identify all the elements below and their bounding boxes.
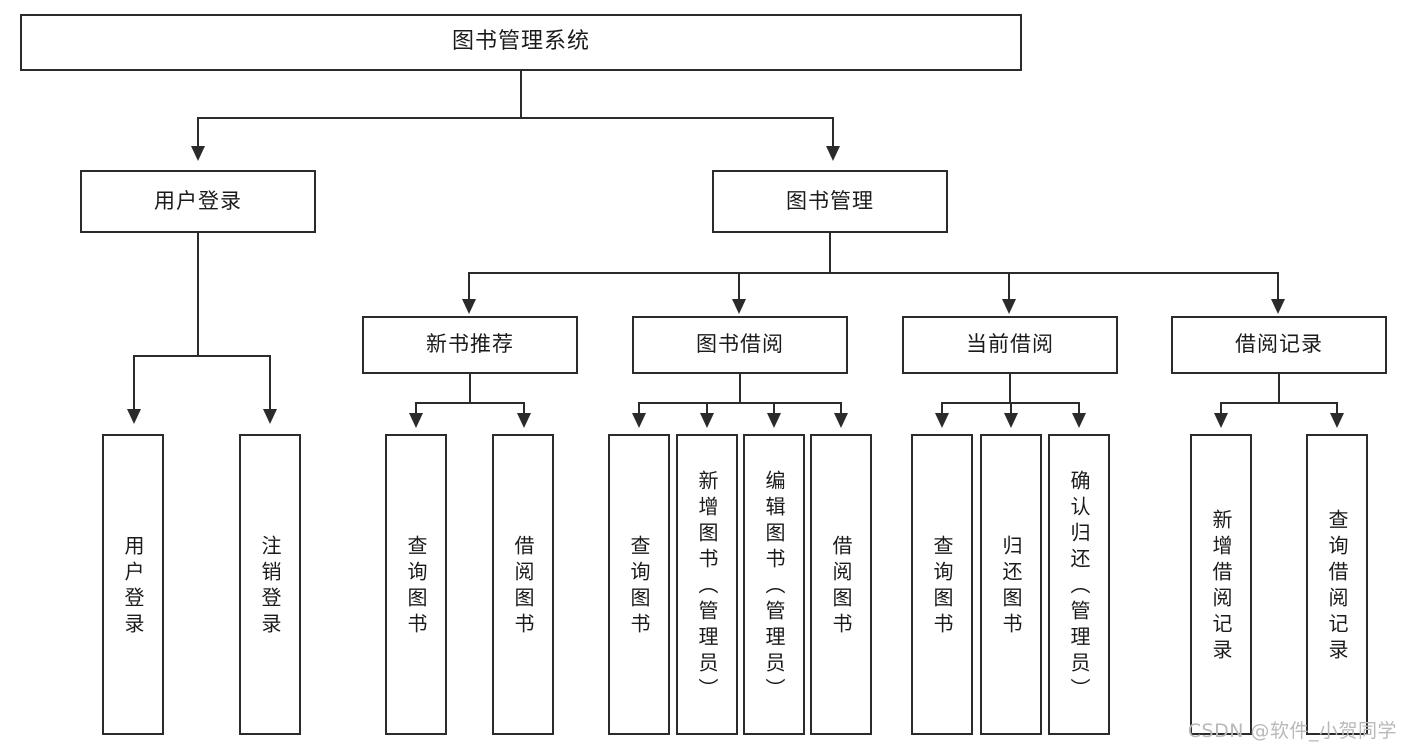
connector-new-book-recommend-stem [469,374,471,403]
connector-to-current-borrow [1008,272,1010,300]
connector-current-borrow-stem [1009,374,1011,403]
node-label: 用户登录 [121,534,145,639]
connector-user-login-branch-1 [133,355,135,410]
node-label: 用户登录 [154,188,242,213]
connector-borrow-record-stem [1278,374,1280,403]
connector-level3-bus [468,272,1278,274]
arrow-to-current-borrow [1002,299,1016,314]
node-book-borrow[interactable]: 图书借阅 [632,316,848,374]
connector-to-new-book-recommend [468,272,470,300]
node-label: 查询图书 [404,534,428,639]
node-label: 归还图书 [999,534,1023,639]
arrow-to-leaf-edit-book [767,413,781,428]
arrow-to-book-borrow [732,299,746,314]
node-label: 借阅图书 [829,534,853,639]
node-label: 注销登录 [258,534,282,639]
arrow-to-leaf-query-book-3 [935,413,949,428]
connector-root-to-user-login [197,117,199,147]
arrow-to-leaf-borrow-book-1 [517,413,531,428]
node-current-borrow[interactable]: 当前借阅 [902,316,1118,374]
node-borrow-record[interactable]: 借阅记录 [1171,316,1387,374]
node-label: 新增图书（管理员） [695,469,719,704]
arrow-to-leaf-return-book [1004,413,1018,428]
node-label: 新增借阅记录 [1209,508,1233,665]
node-user-login[interactable]: 用户登录 [80,170,316,233]
node-leaf-query-book-2[interactable]: 查询图书 [608,434,670,735]
connector-root-to-book-manage [832,117,834,147]
connector-root-stem [520,71,522,118]
node-leaf-query-record[interactable]: 查询借阅记录 [1306,434,1368,735]
connector-br-branch-1 [1220,402,1222,414]
node-new-book-recommend[interactable]: 新书推荐 [362,316,578,374]
connector-nbr-branch-2 [523,402,525,414]
connector-user-login-branch-2 [269,355,271,410]
connector-nbr-branch-1 [415,402,417,414]
node-leaf-edit-book[interactable]: 编辑图书（管理员） [743,434,805,735]
node-leaf-add-book[interactable]: 新增图书（管理员） [676,434,738,735]
watermark: CSDN @软件_小贺同学 [1187,720,1397,742]
connector-user-login-stem [197,233,199,356]
connector-cb-branch-3 [1078,402,1080,414]
node-label: 借阅记录 [1235,332,1323,357]
node-label: 编辑图书（管理员） [762,469,786,704]
connector-root-bus [197,117,834,119]
node-leaf-add-record[interactable]: 新增借阅记录 [1190,434,1252,735]
arrow-to-borrow-record [1271,299,1285,314]
connector-user-login-bus [133,355,271,357]
node-label: 查询图书 [930,534,954,639]
connector-book-borrow-bus [638,402,842,404]
connector-book-borrow-stem [739,374,741,403]
connector-to-book-borrow [738,272,740,300]
connector-br-branch-2 [1336,402,1338,414]
node-leaf-logout[interactable]: 注销登录 [239,434,301,735]
connector-bb-branch-3 [773,402,775,414]
arrow-to-leaf-query-record [1330,413,1344,428]
node-label: 图书借阅 [696,332,784,357]
arrow-to-leaf-confirm-return [1072,413,1086,428]
node-label: 查询图书 [627,534,651,639]
connector-borrow-record-bus [1220,402,1338,404]
connector-bb-branch-4 [840,402,842,414]
node-label: 图书管理系统 [451,29,590,55]
arrow-to-leaf-user-login [127,409,141,424]
node-leaf-return-book[interactable]: 归还图书 [980,434,1042,735]
node-root-book-management-system[interactable]: 图书管理系统 [20,14,1022,71]
connector-to-borrow-record [1277,272,1279,300]
arrow-to-book-manage [826,146,840,161]
connector-cb-branch-1 [941,402,943,414]
node-label: 图书管理 [786,188,874,213]
node-leaf-query-book-3[interactable]: 查询图书 [911,434,973,735]
connector-cb-branch-2 [1010,402,1012,414]
arrow-to-leaf-add-record [1214,413,1228,428]
arrow-to-leaf-logout [263,409,277,424]
node-leaf-borrow-book-2[interactable]: 借阅图书 [810,434,872,735]
arrow-to-leaf-borrow-book-2 [834,413,848,428]
arrow-to-leaf-add-book [700,413,714,428]
node-leaf-borrow-book-1[interactable]: 借阅图书 [492,434,554,735]
arrow-to-new-book-recommend [462,299,476,314]
node-label: 借阅图书 [511,534,535,639]
connector-bb-branch-2 [706,402,708,414]
node-leaf-confirm-return[interactable]: 确认归还（管理员） [1048,434,1110,735]
arrow-to-user-login [191,146,205,161]
node-label: 当前借阅 [966,332,1054,357]
node-book-manage[interactable]: 图书管理 [712,170,948,233]
connector-bb-branch-1 [638,402,640,414]
node-label: 新书推荐 [426,332,514,357]
arrow-to-leaf-query-book-1 [409,413,423,428]
arrow-to-leaf-query-book-2 [632,413,646,428]
connector-new-book-recommend-bus [415,402,525,404]
node-leaf-user-login[interactable]: 用户登录 [102,434,164,735]
node-label: 查询借阅记录 [1325,508,1349,665]
node-label: 确认归还（管理员） [1067,469,1091,704]
node-leaf-query-book-1[interactable]: 查询图书 [385,434,447,735]
connector-book-manage-stem [829,233,831,273]
